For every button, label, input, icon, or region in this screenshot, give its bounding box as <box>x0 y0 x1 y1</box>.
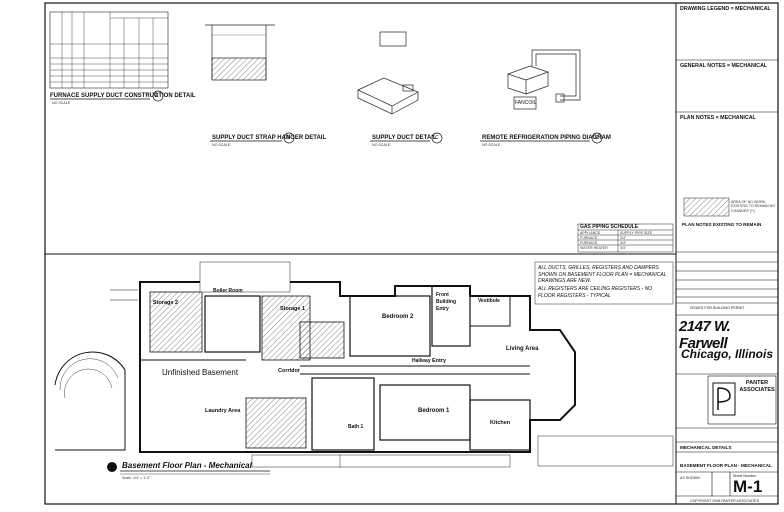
fancoil-label: FANCOIL <box>515 100 537 106</box>
gas-col-appliance: APPLIANCE <box>580 231 601 235</box>
strap-hanger-drawing <box>205 24 275 81</box>
room-label: Kitchen <box>490 420 511 426</box>
room-label: Front Building Entry <box>436 292 456 312</box>
sheet-title-1: MECHANICAL DETAILS <box>680 445 732 450</box>
detail-b-title: SUPPLY DUCT STRAP HANGER DETAIL <box>212 135 327 141</box>
scale-value: AS SHOWN <box>680 476 700 480</box>
room-label: Bedroom 1 <box>418 408 450 414</box>
detail-b-scale: NO SCALE <box>212 143 231 147</box>
gas-cell: FURNACE <box>580 236 598 240</box>
room-label: Hallway <box>412 358 431 364</box>
room-label: Living Area <box>506 346 539 352</box>
detail-a-scale: NO SCALE <box>52 101 71 105</box>
room-label: Unfinished Basement <box>162 368 239 377</box>
gas-cell: FURNACE <box>580 241 598 245</box>
sheet-number-label: Sheet Number <box>733 474 757 478</box>
plan-title: Basement Floor Plan - Mechanical <box>122 461 252 470</box>
gas-schedule-title: GAS PIPING SCHEDULE <box>580 224 639 230</box>
plan-notes-title: PLAN NOTES = MECHANICAL <box>680 115 756 121</box>
gas-cell: 3/4" <box>620 246 627 250</box>
firm-name: PANTER ASSOCIATES <box>739 380 775 393</box>
gas-cell: 3/4" <box>620 241 627 245</box>
gas-cell: WATER HEATER <box>580 246 608 250</box>
room-label: Storage 2 <box>153 300 179 306</box>
existing-notes-title: PLAN NOTES EXISTING TO REMAIN <box>682 222 762 227</box>
no-work-note: AREA OF NO WORK, EXISTING TO REMAIN NO C… <box>731 200 775 213</box>
detail-d-title: REMOTE REFRIGERATION PIPING DIAGRAM <box>482 135 611 141</box>
project-city: Chicago, Illinois <box>681 347 774 361</box>
supply-duct-drawing <box>357 31 419 115</box>
room-label: Bath 1 <box>348 424 364 430</box>
detail-a-title: FURNACE SUPPLY DUCT CONSTRUCTION DETAIL <box>50 93 196 99</box>
firm-logo <box>712 382 736 416</box>
room-label: Boiler Room <box>213 288 243 294</box>
plan-note-registers: ALL REGISTERS ARE CEILING REGISTERS - NO… <box>538 286 653 299</box>
detail-c-scale: NO SCALE <box>372 143 391 147</box>
room-label: Bedroom 2 <box>382 314 414 320</box>
sheet-number: M-1 <box>733 477 763 496</box>
detail-d-scale: NO SCALE <box>482 143 501 147</box>
refrigeration-drawing <box>506 49 581 110</box>
title-block-lines <box>676 59 778 497</box>
room-label: Laundry Area <box>205 408 241 414</box>
project-address: 2147 W. Farwell <box>679 318 731 352</box>
duct-construction-table <box>49 11 169 89</box>
gas-cell: 3/4" <box>620 236 627 240</box>
revision-desc: ISSUED FOR BUILDING PERMIT <box>690 306 745 310</box>
room-label: Corridor <box>278 368 300 374</box>
basement-floor-plan <box>54 281 576 453</box>
room-label: Entry <box>432 358 447 364</box>
room-label: Vestibule <box>478 298 500 304</box>
detail-a-tag: A <box>155 93 159 99</box>
gas-col-pipe: SUPPLY PIPE SIZE <box>620 231 653 235</box>
plan-note-new: ALL DUCTS, GRILLES, REGISTERS AND DAMPER… <box>538 265 667 284</box>
gas-schedule-table <box>577 223 674 253</box>
detail-d-tag: D <box>595 135 599 141</box>
detail-c-tag: C <box>435 135 439 141</box>
copyright: COPYRIGHT 2008 PANTER ASSOCIATES <box>690 499 760 503</box>
general-notes-title: GENERAL NOTES = MECHANICAL <box>680 63 768 69</box>
plan-scale: Scale: 1/4" = 1'-0" <box>122 476 151 480</box>
detail-c-title: SUPPLY DUCT DETAIL <box>372 135 437 141</box>
detail-b-tag: B <box>287 135 291 141</box>
legend-title: DRAWING LEGEND = MECHANICAL <box>680 6 771 12</box>
room-label: Storage 1 <box>280 306 306 312</box>
sheet-title-2: BASEMENT FLOOR PLAN - MECHANICAL <box>680 463 772 468</box>
